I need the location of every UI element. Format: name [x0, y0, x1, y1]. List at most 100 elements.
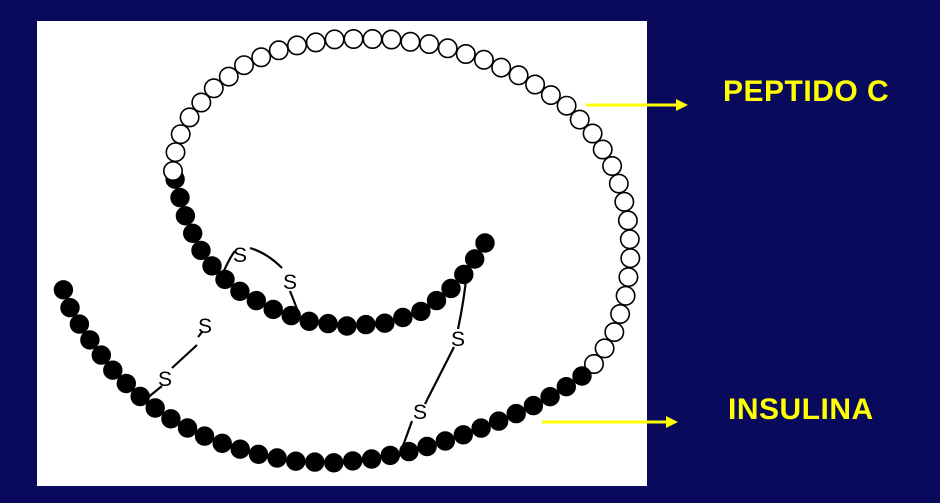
a-chain-residue	[61, 299, 79, 317]
a-chain-residue	[344, 452, 362, 470]
disulfide-s-label: S	[283, 271, 297, 294]
a-chain-residue	[249, 445, 267, 463]
a-chain-residue	[178, 419, 196, 437]
a-chain-residue	[418, 437, 436, 455]
c-peptide-residue	[621, 230, 639, 248]
a-chain-residue	[104, 361, 122, 379]
c-peptide-residue	[439, 39, 457, 57]
insulin-arrow	[540, 407, 690, 437]
c-peptide-residue	[605, 323, 623, 341]
c-peptide-residue	[166, 143, 184, 161]
a-chain-residue	[472, 419, 490, 437]
c-peptide-residue	[603, 157, 621, 175]
insulin-label: INSULINA	[728, 393, 874, 427]
b-chain-residue	[476, 234, 494, 252]
a-chain-residue	[81, 331, 99, 349]
b-chain-residue	[455, 265, 473, 283]
c-peptide-residue	[235, 56, 253, 74]
c-peptide-residue	[307, 33, 325, 51]
a-chain-residue	[213, 434, 231, 452]
b-chain-residue	[394, 308, 412, 326]
c-peptide-residue	[420, 35, 438, 53]
c-peptide-residue	[382, 30, 400, 48]
disulfide-s-label: S	[451, 328, 465, 351]
c-peptide-residue	[621, 249, 639, 267]
b-chain-residue	[247, 291, 265, 309]
c-peptide-residue	[252, 48, 270, 66]
c-peptide-residue	[616, 287, 634, 305]
a-chain-residue	[70, 315, 88, 333]
c-peptide-residue	[557, 97, 575, 115]
a-chain-residues	[54, 281, 591, 472]
b-chain-residue	[171, 188, 189, 206]
c-peptide-residue	[325, 30, 343, 48]
c-peptide-residue	[172, 125, 190, 143]
a-chain-residue	[436, 432, 454, 450]
disulfide-s-label: S	[198, 315, 212, 338]
a-chain-residue	[162, 410, 180, 428]
b-chain-residue	[376, 314, 394, 332]
b-chain-residue	[176, 207, 194, 225]
b-chain-residue	[357, 315, 375, 333]
b-chain-residue	[319, 314, 337, 332]
a-chain-residue	[362, 450, 380, 468]
a-chain-residue	[507, 404, 525, 422]
b-chain-residue	[442, 279, 460, 297]
peptide-c-arrow	[580, 90, 700, 120]
c-peptide-residue	[615, 193, 633, 211]
a-chain-residue	[381, 446, 399, 464]
c-peptide-residue	[619, 211, 637, 229]
b-chain-residue	[184, 224, 202, 242]
a-chain-residue	[306, 453, 324, 471]
c-peptide-residue	[492, 58, 510, 76]
c-peptide-residue	[205, 79, 223, 97]
a-chain-residue	[268, 449, 286, 467]
b-chain-residue	[264, 300, 282, 318]
b-chain-residue	[203, 257, 221, 275]
a-chain-residue	[131, 387, 149, 405]
peptide-c-label: PEPTIDO C	[723, 75, 889, 109]
c-peptide-residue	[542, 86, 560, 104]
a-chain-residue	[325, 454, 343, 472]
a-chain-residue	[117, 374, 135, 392]
c-peptide-residue	[611, 305, 629, 323]
c-peptide-residue	[610, 174, 628, 192]
a-chain-residue	[541, 388, 559, 406]
c-peptide-residue	[594, 140, 612, 158]
a-chain-residue	[573, 367, 591, 385]
a-chain-residue	[557, 378, 575, 396]
disulfide-s-label: S	[233, 244, 247, 267]
c-peptide-residue	[164, 162, 182, 180]
c-peptide-residue	[401, 33, 419, 51]
c-peptide-residue	[344, 30, 362, 48]
c-peptide-residue	[619, 268, 637, 286]
b-chain-residues	[166, 170, 494, 335]
b-chain-residue	[338, 317, 356, 335]
c-peptide-residue	[526, 75, 544, 93]
c-peptide-residue	[509, 66, 527, 84]
b-chain-residue	[231, 282, 249, 300]
a-chain-residue	[231, 440, 249, 458]
b-chain-residue	[466, 250, 484, 268]
disulfide-s-label: S	[413, 401, 427, 424]
c-peptide-residue	[475, 51, 493, 69]
c-peptide-residue	[583, 124, 601, 142]
a-chain-residue	[454, 426, 472, 444]
c-peptide-residue	[457, 45, 475, 63]
a-chain-residue	[490, 412, 508, 430]
b-chain-residue	[412, 302, 430, 320]
c-peptide-residue	[363, 30, 381, 48]
c-peptide-residue	[288, 36, 306, 54]
disulfide-s-label: S	[158, 368, 172, 391]
c-peptide-residue	[595, 339, 613, 357]
b-chain-residue	[192, 241, 210, 259]
c-peptide-residue	[270, 41, 288, 59]
a-chain-residue	[92, 346, 110, 364]
a-chain-residue	[54, 281, 72, 299]
b-chain-residue	[300, 312, 318, 330]
c-peptide-residue	[220, 67, 238, 85]
a-chain-residue	[287, 452, 305, 470]
a-chain-residue	[195, 427, 213, 445]
b-chain-residue	[427, 291, 445, 309]
a-chain-residue	[146, 399, 164, 417]
